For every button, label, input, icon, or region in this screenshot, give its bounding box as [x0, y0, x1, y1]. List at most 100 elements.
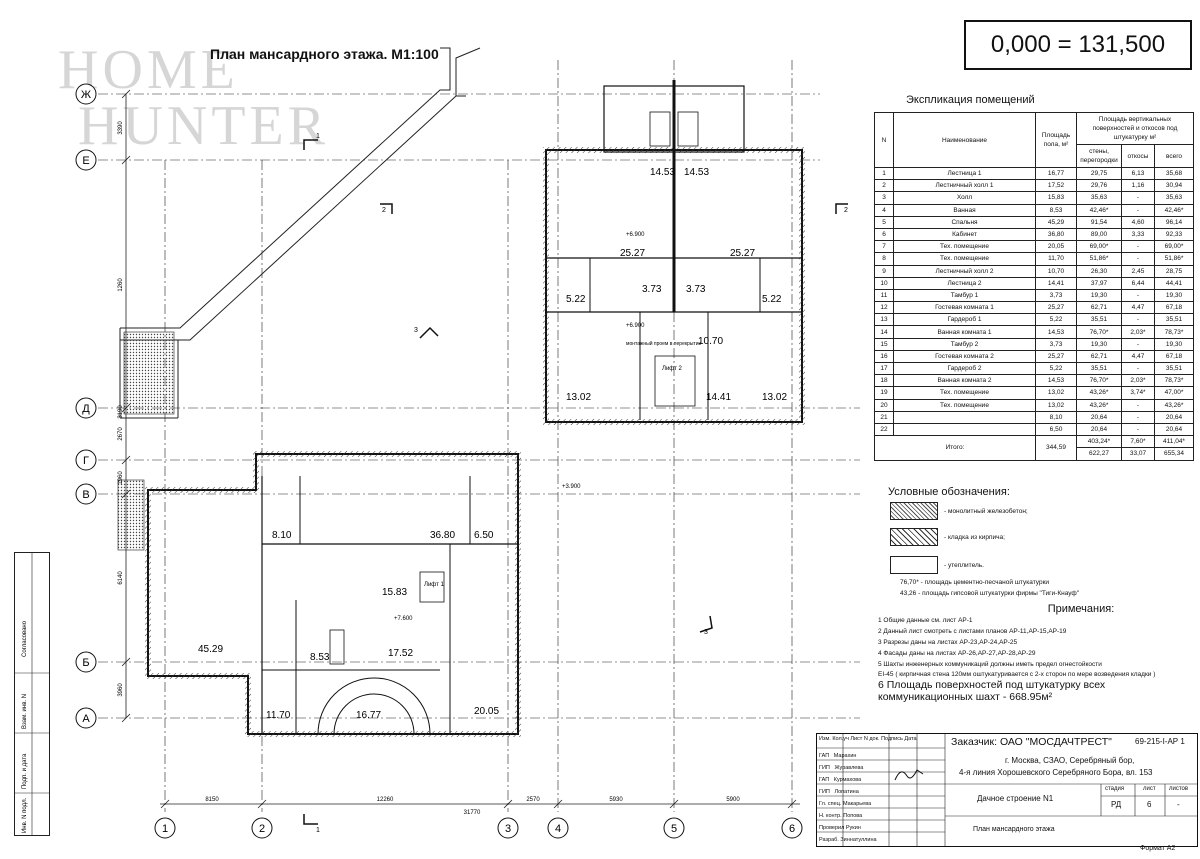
stamp-stage-head: стадия — [1105, 786, 1125, 792]
note-item: 5 Шахты инженерных коммуникаций должны и… — [878, 661, 1102, 668]
explication-cell: 11 — [874, 288, 894, 303]
svg-text:3390: 3390 — [118, 121, 124, 135]
note-item: 6 Площадь поверхностей под штукатурку вс… — [878, 679, 1106, 691]
explication-cell: 78,73* — [1154, 325, 1194, 339]
explication-cell: 76,70* — [1076, 374, 1122, 388]
explication-cell: 29,76 — [1076, 179, 1122, 193]
watermark: HOME HUNTER — [58, 39, 330, 157]
explication-cell: Гостевая комната 1 — [893, 301, 1036, 315]
col-total: всего — [1154, 144, 1194, 168]
explication-cell: 43,26* — [1154, 398, 1194, 412]
explication-cell: 5 — [874, 215, 894, 229]
explication-cell: 2,03* — [1121, 325, 1155, 339]
explication-cell: Тамбур 2 — [893, 337, 1036, 351]
area-label: 15.83 — [382, 587, 407, 598]
explication-cell: 8,53 — [1035, 203, 1077, 217]
explication-cell: 67,18 — [1154, 301, 1194, 315]
note-item: 4 Фасады даны на листах АР-26,АР-27,АР-2… — [878, 650, 1036, 657]
explication-cell: Гостевая комната 2 — [893, 349, 1036, 364]
svg-text:3190: 3190 — [118, 405, 124, 419]
axis-bubbles — [75, 83, 803, 839]
area-label: 25.27 — [730, 248, 755, 259]
area-label: 13.02 — [762, 392, 787, 403]
explication-cell: 17,52 — [1035, 179, 1077, 193]
level-mark: +6.900 — [626, 323, 645, 329]
svg-text:А: А — [82, 713, 90, 725]
room-label: Лифт 1 — [424, 582, 445, 588]
svg-text:Г: Г — [83, 455, 89, 467]
dim-bottom-values: 8150 12260 2570 5930 5900 31770 — [205, 797, 740, 816]
explication-cell: 26,30 — [1076, 264, 1122, 278]
explication-cell: 62,71 — [1076, 301, 1122, 315]
stamp-sheet-head: лист — [1143, 786, 1156, 792]
explication-cell: 20,64 — [1154, 410, 1194, 424]
svg-text:2: 2 — [844, 207, 848, 214]
explication-cell: - — [1121, 337, 1155, 351]
explication-cell: 36,80 — [1035, 227, 1077, 242]
totals-cell: 403,24* — [1076, 435, 1122, 449]
explication-cell — [893, 410, 1036, 424]
plan-title: План мансардного этажа. М1:100 — [210, 46, 439, 62]
svg-text:3: 3 — [505, 823, 511, 835]
explication-cell: 51,86* — [1154, 252, 1194, 266]
explication-cell: - — [1121, 240, 1155, 254]
side-label: Подп. и дата — [22, 753, 28, 789]
level-mark: +3.900 — [562, 484, 581, 490]
stamp-sheets: - — [1177, 800, 1180, 809]
format-label: Формат А2 — [1140, 845, 1176, 852]
stamp-sheets-head: листов — [1169, 786, 1189, 792]
notes-title: Примечания: — [1047, 603, 1115, 615]
area-label: 36.80 — [430, 530, 455, 541]
explication-cell: 20,64 — [1076, 410, 1122, 424]
explication-cell: 47,00* — [1154, 386, 1194, 400]
area-label: 8.53 — [310, 652, 330, 663]
explication-cell: 4,47 — [1121, 349, 1155, 364]
explication-cell: 29,75 — [1076, 166, 1122, 181]
col-name: Наименование — [893, 112, 1036, 168]
stamp-col-heads: Изм. Кол.уч Лист N док. Подпись Дата — [819, 736, 917, 742]
explication-cell: - — [1121, 410, 1155, 424]
totals-area: 344,59 — [1035, 435, 1077, 461]
concrete-swatch — [890, 502, 938, 520]
explication-cell: Ванная комната 1 — [893, 325, 1036, 339]
stamp-address: г. Москва, СЗАО, Серебряный бор, — [1005, 756, 1135, 765]
stamp-sheet-title: План мансардного этажа — [973, 826, 1055, 833]
explication-cell: Лестничный холл 2 — [893, 264, 1036, 278]
svg-text:3: 3 — [414, 327, 418, 334]
explication-cell: 6,44 — [1121, 276, 1155, 290]
explication-cell: 14 — [874, 325, 894, 339]
explication-cell: 8 — [874, 252, 894, 266]
svg-text:3960: 3960 — [118, 683, 124, 697]
explication-cell: 7 — [874, 240, 894, 254]
explication-cell: 2,03* — [1121, 374, 1155, 388]
explication-cell: 1,16 — [1121, 179, 1155, 193]
title-block-grid — [817, 734, 1197, 846]
explication-cell: 20 — [874, 398, 894, 412]
note-item: 2 Данный лист смотреть с листами планов … — [878, 628, 1067, 635]
explication-cell: 19,30 — [1154, 337, 1194, 351]
explication-cell: 28,75 — [1154, 264, 1194, 278]
explication-cell: 20,64 — [1154, 422, 1194, 437]
svg-text:В: В — [82, 489, 89, 501]
note-item: 1 Общие данные см. лист АР-1 — [878, 617, 973, 624]
explication-cell: Спальня — [893, 215, 1036, 229]
explication-cell: 4 — [874, 203, 894, 217]
section-numbers: 1 2 2 3 3 1 — [316, 133, 848, 834]
explication-cell: 13,02 — [1035, 386, 1077, 400]
legend-title: Условные обозначения: — [888, 486, 1010, 498]
explication-cell: Тамбур 1 — [893, 288, 1036, 303]
explication-cell: 15 — [874, 337, 894, 351]
room-label: монтажный проем в перекрытии — [626, 340, 701, 347]
explication-cell: 14,53 — [1035, 325, 1077, 339]
brick-swatch — [890, 528, 938, 546]
svg-text:1260: 1260 — [118, 278, 124, 292]
explication-cell: 96,14 — [1154, 215, 1194, 229]
explication-cell: 11,70 — [1035, 252, 1077, 266]
